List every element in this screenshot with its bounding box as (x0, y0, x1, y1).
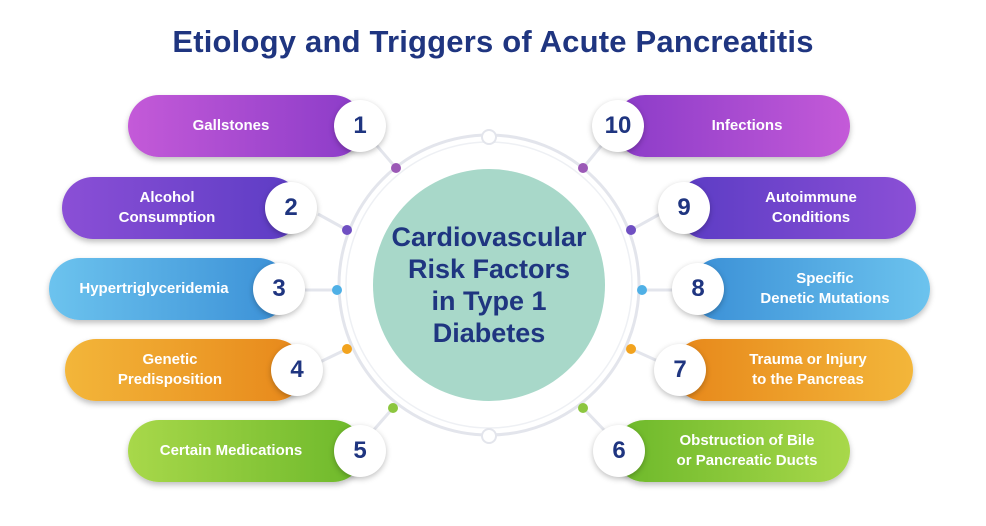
dot-8 (637, 285, 647, 295)
dot-5 (388, 403, 398, 413)
pill-label: Autoimmune Conditions (765, 189, 857, 226)
pill-certain-medications: Certain Medications (128, 420, 364, 482)
number-badge-3: 3 (253, 263, 305, 315)
ring-node-bottom (481, 428, 497, 444)
pill-hypertriglyceridemia: Hypertriglyceridemia (49, 258, 289, 320)
number-badge-10: 10 (592, 100, 644, 152)
center-circle: Cardiovascular Risk Factors in Type 1 Di… (373, 169, 605, 401)
number-badge-1: 1 (334, 100, 386, 152)
connector-9 (630, 212, 661, 232)
pill-trauma-injury: Trauma or Injury to the Pancreas (673, 339, 913, 401)
dot-10 (578, 163, 588, 173)
number-badge-2: 2 (265, 182, 317, 234)
pill-genetic-predisposition: Genetic Predisposition (65, 339, 305, 401)
pill-label: Hypertriglyceridemia (79, 280, 229, 297)
number-badge-6: 6 (593, 425, 645, 477)
diagram-title: Etiology and Triggers of Acute Pancreati… (172, 24, 814, 59)
pill-obstruction-ducts: Obstruction of Bile or Pancreatic Ducts (614, 420, 850, 482)
number-badge-7: 7 (654, 344, 706, 396)
dot-1 (391, 163, 401, 173)
number-badge-8: 8 (672, 263, 724, 315)
number-badge-9: 9 (658, 182, 710, 234)
dot-4 (342, 344, 352, 354)
pill-gallstones: Gallstones (128, 95, 364, 157)
ring-node-top (481, 129, 497, 145)
pill-label: Trauma or Injury to the Pancreas (749, 351, 867, 388)
dot-6 (578, 403, 588, 413)
connector-2 (317, 212, 348, 232)
pill-label: Alcohol Consumption (118, 189, 216, 226)
connector-6 (581, 406, 608, 434)
pill-infections: Infections (614, 95, 850, 157)
pill-alcohol-consumption: Alcohol Consumption (62, 177, 302, 239)
number-badge-4: 4 (271, 344, 323, 396)
pill-label: Obstruction of Bile or Pancreatic Ducts (676, 432, 818, 469)
dot-3 (332, 285, 342, 295)
pill-label: Infections (711, 117, 783, 134)
pill-autoimmune-conditions: Autoimmune Conditions (676, 177, 916, 239)
pill-label: Certain Medications (159, 442, 303, 459)
pill-specific-genetic-mutations: Specific Denetic Mutations (690, 258, 930, 320)
pill-label: Gallstones (192, 117, 270, 134)
dot-7 (626, 344, 636, 354)
dot-2 (342, 225, 352, 235)
dot-9 (626, 225, 636, 235)
pill-label: Genetic Predisposition (117, 351, 223, 388)
pill-label: Specific Denetic Mutations (760, 270, 890, 307)
number-badge-5: 5 (334, 425, 386, 477)
center-label: Cardiovascular Risk Factors in Type 1 Di… (391, 222, 587, 348)
connector-5 (370, 407, 395, 433)
